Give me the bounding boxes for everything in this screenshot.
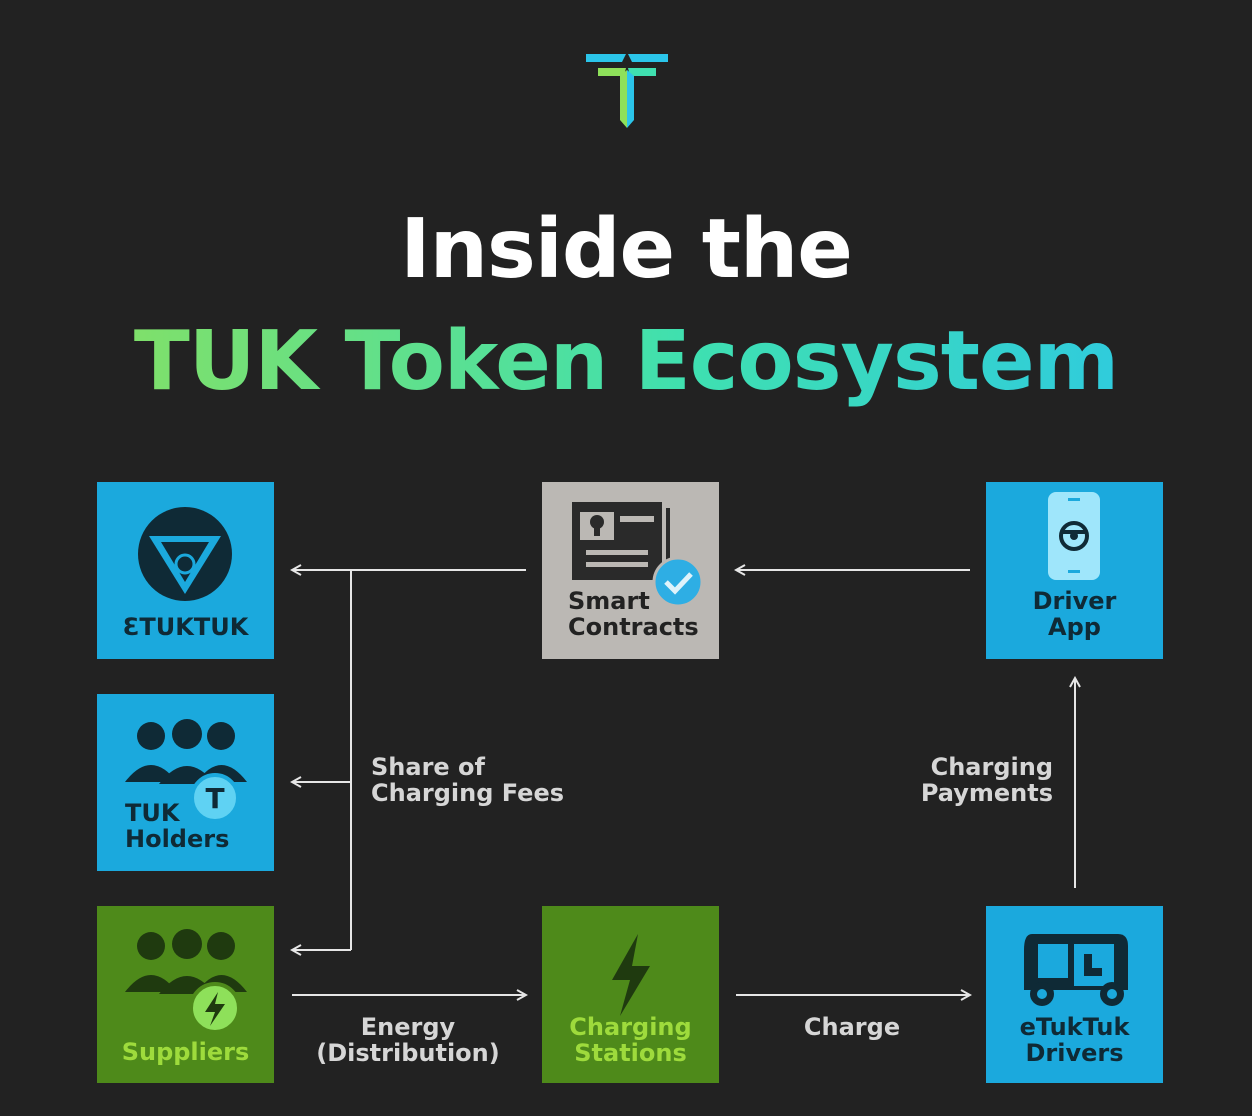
tuktuk-vehicle-icon [1024, 934, 1128, 1006]
etuktuk-logo-icon [138, 507, 232, 601]
phone-steering-wheel-icon [1048, 492, 1100, 580]
node-smart-contracts: Smart Contracts [542, 482, 719, 659]
etuktuk-drivers-label: eTukTuk Drivers [1019, 1013, 1130, 1067]
flow-label-energy: Energy (Distribution) [316, 1013, 500, 1067]
node-charging-stations: Charging Stations [542, 906, 719, 1083]
title-line-1: Inside the [400, 202, 853, 297]
node-etuktuk-drivers: eTukTuk Drivers [986, 906, 1163, 1083]
flow-label-share-fees: Share of Charging Fees [371, 753, 565, 807]
lightning-bolt-icon [612, 934, 650, 1016]
node-etuktuk: ƐTUKTUK [97, 482, 274, 659]
node-suppliers: Suppliers [97, 906, 274, 1083]
flow-label-charging-payments: Charging Payments [920, 753, 1053, 807]
holders-badge-letter: T [205, 782, 224, 815]
charging-stations-label: Charging Stations [569, 1013, 692, 1067]
tuk-logo-icon [586, 54, 668, 128]
smart-contracts-label: Smart Contracts [568, 587, 699, 641]
contract-check-icon [572, 502, 704, 608]
people-group-lightning-icon [125, 929, 247, 1034]
driver-app-label: Driver App [1032, 587, 1117, 641]
title-line-2: TUK Token Ecosystem [0, 314, 1252, 409]
node-tuk-holders: T TUK Holders [97, 694, 274, 871]
people-group-icon: T [125, 719, 247, 823]
holders-label: TUK Holders [125, 799, 230, 853]
node-driver-app: Driver App [986, 482, 1163, 659]
flow-label-charge: Charge [803, 1013, 901, 1041]
